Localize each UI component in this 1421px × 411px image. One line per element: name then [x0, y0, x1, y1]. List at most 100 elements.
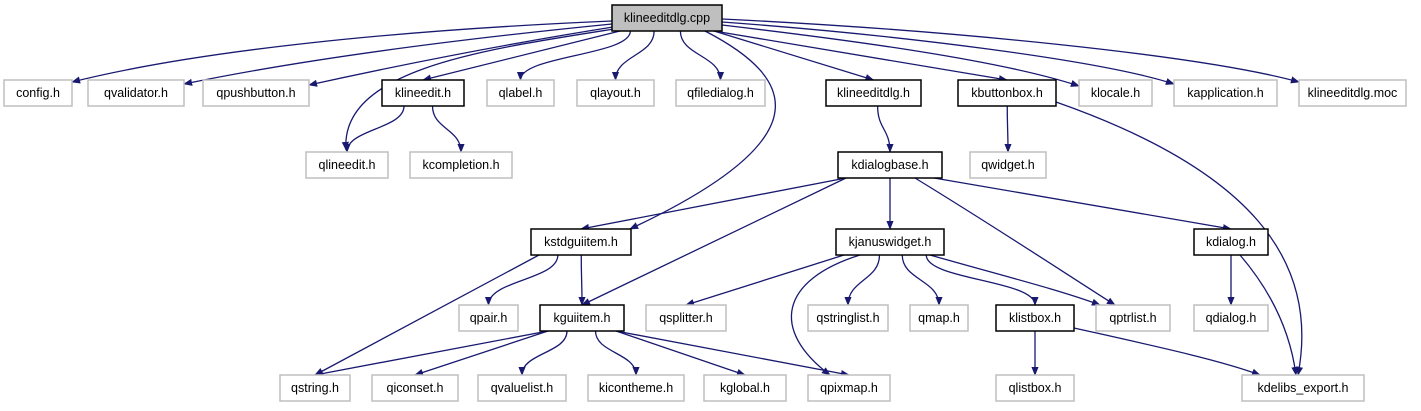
- node-box: [576, 79, 655, 107]
- node-box: [409, 151, 513, 179]
- edge-cpp-to-qlabel: [516, 30, 632, 81]
- edge-kstdguiitem-to-qpair: [484, 254, 559, 306]
- node-label: kapplication.h: [1187, 86, 1263, 100]
- edge-kdialog-to-kdelibs_export: [1239, 254, 1299, 376]
- node-label: qlayout.h: [590, 86, 641, 100]
- node-kcompletion[interactable]: kcompletion.h: [409, 151, 513, 179]
- node-label: kguiitem.h: [554, 311, 611, 325]
- node-qfiledialog[interactable]: qfiledialog.h: [675, 79, 766, 107]
- node-kbuttonbox[interactable]: kbuttonbox.h: [957, 79, 1057, 107]
- node-qpixmap[interactable]: qpixmap.h: [807, 374, 891, 402]
- node-label: qlineedit.h: [319, 158, 376, 172]
- edge-kjanuswidget-to-qstringlist: [844, 254, 881, 306]
- node-box: [202, 79, 310, 107]
- edge-kbuttonbox-to-kdelibs_export: [1055, 101, 1304, 376]
- node-qpushbutton[interactable]: qpushbutton.h: [202, 79, 310, 107]
- node-qvaluelist[interactable]: qvaluelist.h: [477, 374, 567, 402]
- node-kguiitem[interactable]: kguiitem.h: [539, 304, 625, 332]
- node-box: [458, 304, 519, 332]
- edge-kdialogbase-to-kstdguiitem: [580, 177, 847, 232]
- node-kdelibs_export[interactable]: kdelibs_export.h: [1241, 374, 1365, 402]
- node-label: klocale.h: [1091, 86, 1140, 100]
- node-label: kstdguiitem.h: [544, 235, 618, 249]
- node-label: kdialog.h: [1206, 235, 1256, 249]
- edge-kguiitem-to-kglobal: [615, 330, 746, 376]
- node-box: [837, 151, 943, 179]
- node-qptrlist[interactable]: qptrlist.h: [1095, 304, 1171, 332]
- node-qstringlist[interactable]: qstringlist.h: [807, 304, 889, 332]
- node-box: [486, 79, 555, 107]
- node-kicontheme[interactable]: kicontheme.h: [587, 374, 685, 402]
- edge-cpp-to-klineedit: [422, 30, 621, 82]
- node-box: [995, 304, 1075, 332]
- edge-kdialogbase-to-qptrlist: [914, 177, 1116, 306]
- node-label: kcompletion.h: [422, 158, 499, 172]
- node-label: kicontheme.h: [599, 381, 673, 395]
- node-box: [530, 228, 632, 256]
- node-box: [1193, 228, 1269, 256]
- node-label: qpushbutton.h: [216, 86, 295, 100]
- node-box: [3, 79, 73, 107]
- node-kdialogbase[interactable]: kdialogbase.h: [837, 151, 943, 179]
- edge-kguiitem-to-qstring: [314, 330, 549, 378]
- node-label: kjanuswidget.h: [849, 235, 932, 249]
- node-label: klineedit.h: [395, 86, 451, 100]
- node-kglobal[interactable]: kglobal.h: [703, 374, 787, 402]
- node-box: [1095, 304, 1171, 332]
- edge-cpp-to-kbuttonbox: [713, 30, 1008, 83]
- node-kdialog[interactable]: kdialog.h: [1193, 228, 1269, 256]
- node-label: klineeditdlg.cpp: [624, 11, 710, 25]
- node-box: [305, 151, 389, 179]
- node-moc[interactable]: klineeditdlg.moc: [1298, 79, 1407, 107]
- edge-kstdguiitem-to-qstring: [314, 254, 540, 376]
- node-box: [477, 374, 567, 402]
- node-label: qsplitter.h: [659, 311, 713, 325]
- node-qpair[interactable]: qpair.h: [458, 304, 519, 332]
- edge-cpp-to-klocale: [721, 24, 1080, 87]
- node-box: [371, 374, 459, 402]
- edge-cpp-to-qlineedit: [341, 28, 615, 151]
- node-label: qmap.h: [918, 311, 960, 325]
- node-kstdguiitem[interactable]: kstdguiitem.h: [530, 228, 632, 256]
- node-box: [611, 4, 723, 32]
- node-klocale[interactable]: klocale.h: [1078, 79, 1153, 107]
- node-cpp[interactable]: klineeditdlg.cpp: [611, 4, 723, 32]
- node-qwidget[interactable]: qwidget.h: [969, 151, 1047, 179]
- node-qvalidator[interactable]: qvalidator.h: [87, 79, 185, 107]
- node-label: qfiledialog.h: [687, 86, 754, 100]
- node-klistbox[interactable]: klistbox.h: [995, 304, 1075, 332]
- node-qdialog[interactable]: qdialog.h: [1193, 304, 1269, 332]
- node-qlabel[interactable]: qlabel.h: [486, 79, 555, 107]
- node-klineedit[interactable]: klineedit.h: [381, 79, 465, 107]
- node-qlayout[interactable]: qlayout.h: [576, 79, 655, 107]
- node-config[interactable]: config.h: [3, 79, 73, 107]
- node-label: qiconset.h: [387, 381, 444, 395]
- node-label: qlabel.h: [499, 86, 543, 100]
- edge-cpp-to-config: [71, 20, 613, 84]
- node-box: [539, 304, 625, 332]
- node-qlineedit[interactable]: qlineedit.h: [305, 151, 389, 179]
- node-label: klistbox.h: [1009, 311, 1061, 325]
- node-box: [909, 304, 969, 332]
- node-box: [969, 151, 1047, 179]
- node-qmap[interactable]: qmap.h: [909, 304, 969, 332]
- node-label: config.h: [16, 86, 60, 100]
- node-label: kglobal.h: [720, 381, 770, 395]
- node-label: qptrlist.h: [1109, 311, 1156, 325]
- node-qstring[interactable]: qstring.h: [279, 374, 351, 402]
- edge-kjanuswidget-to-qsplitter: [685, 254, 845, 306]
- node-qsplitter[interactable]: qsplitter.h: [645, 304, 727, 332]
- node-box: [587, 374, 685, 402]
- node-kapplication[interactable]: kapplication.h: [1173, 79, 1278, 107]
- node-box: [995, 374, 1075, 402]
- node-box: [87, 79, 185, 107]
- node-qlistbox[interactable]: qlistbox.h: [995, 374, 1075, 402]
- node-klineeditdlgh[interactable]: klineeditdlg.h: [825, 79, 922, 107]
- edge-cpp-to-qfiledialog: [679, 30, 725, 81]
- edge-kguiitem-to-kicontheme: [594, 330, 640, 376]
- node-label: kdelibs_export.h: [1257, 381, 1348, 395]
- edge-kguiitem-to-qpixmap: [615, 330, 850, 378]
- node-qiconset[interactable]: qiconset.h: [371, 374, 459, 402]
- node-kjanuswidget[interactable]: kjanuswidget.h: [835, 228, 945, 256]
